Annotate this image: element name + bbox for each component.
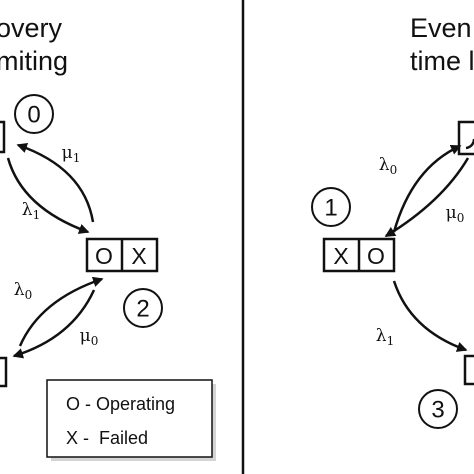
arrow-lambda0-left xyxy=(18,276,104,347)
rate-mu0-right-label: μ0 xyxy=(446,203,465,225)
state-1-cell-operating: O xyxy=(367,243,385,269)
right-heading-line-1: Even xyxy=(410,13,472,43)
arrow-mu0-right xyxy=(384,157,470,238)
state-0-number-circle xyxy=(14,94,54,134)
state-2: O X 2 xyxy=(85,237,163,328)
rate-lambda1-right-label: λ1 xyxy=(376,326,394,348)
state-2-cell-operating: O xyxy=(95,243,113,269)
state-0: 0 xyxy=(0,94,54,154)
arrow-mu0-left xyxy=(12,289,96,359)
left-panel: overy miting 0 μ1 λ1 O X 2 λ0 μ0 xyxy=(0,13,216,461)
right-panel: Even time l λ0 μ0 1 X O λ1 3 xyxy=(311,13,474,429)
state-2-number: 2 xyxy=(136,296,149,323)
state-3-box xyxy=(463,354,474,386)
arrow-mu1 xyxy=(16,142,95,223)
state-0-number: 0 xyxy=(27,102,40,129)
state-1-number: 1 xyxy=(324,195,337,222)
legend-item-operating: O - Operating xyxy=(66,394,175,414)
rate-lambda0-right-label: λ0 xyxy=(379,155,397,177)
right-heading-line-2: time l xyxy=(410,46,474,76)
legend-item-failed: X - Failed xyxy=(66,428,148,448)
state-3: 3 xyxy=(418,354,474,429)
state-2-cell-failed: X xyxy=(131,243,146,269)
rate-lambda1-label: λ1 xyxy=(22,200,40,222)
state-1-number-circle xyxy=(311,187,351,227)
arrow-lambda0-right xyxy=(392,144,462,233)
arrow-lambda1 xyxy=(6,157,90,234)
legend-box xyxy=(46,379,213,458)
state-2-number-circle xyxy=(123,288,163,328)
left-heading-line-1: overy xyxy=(0,13,63,43)
rate-mu0-left-label: μ0 xyxy=(80,326,99,348)
arrow-lambda1-right xyxy=(392,280,468,352)
state-3-number: 3 xyxy=(431,397,444,424)
rate-mu1-label: μ1 xyxy=(62,143,81,165)
upper-right-state-box xyxy=(457,120,474,156)
state-1: 1 X O xyxy=(311,187,396,273)
state-1-cell-failed: X xyxy=(333,243,348,269)
state-0-box xyxy=(0,120,6,154)
left-heading-line-2: miting xyxy=(0,46,68,76)
state-3-number-circle xyxy=(418,389,458,429)
rate-lambda0-left-label: λ0 xyxy=(14,280,32,302)
legend: O - Operating X - Failed xyxy=(46,379,216,461)
lower-left-state-box xyxy=(0,356,8,388)
